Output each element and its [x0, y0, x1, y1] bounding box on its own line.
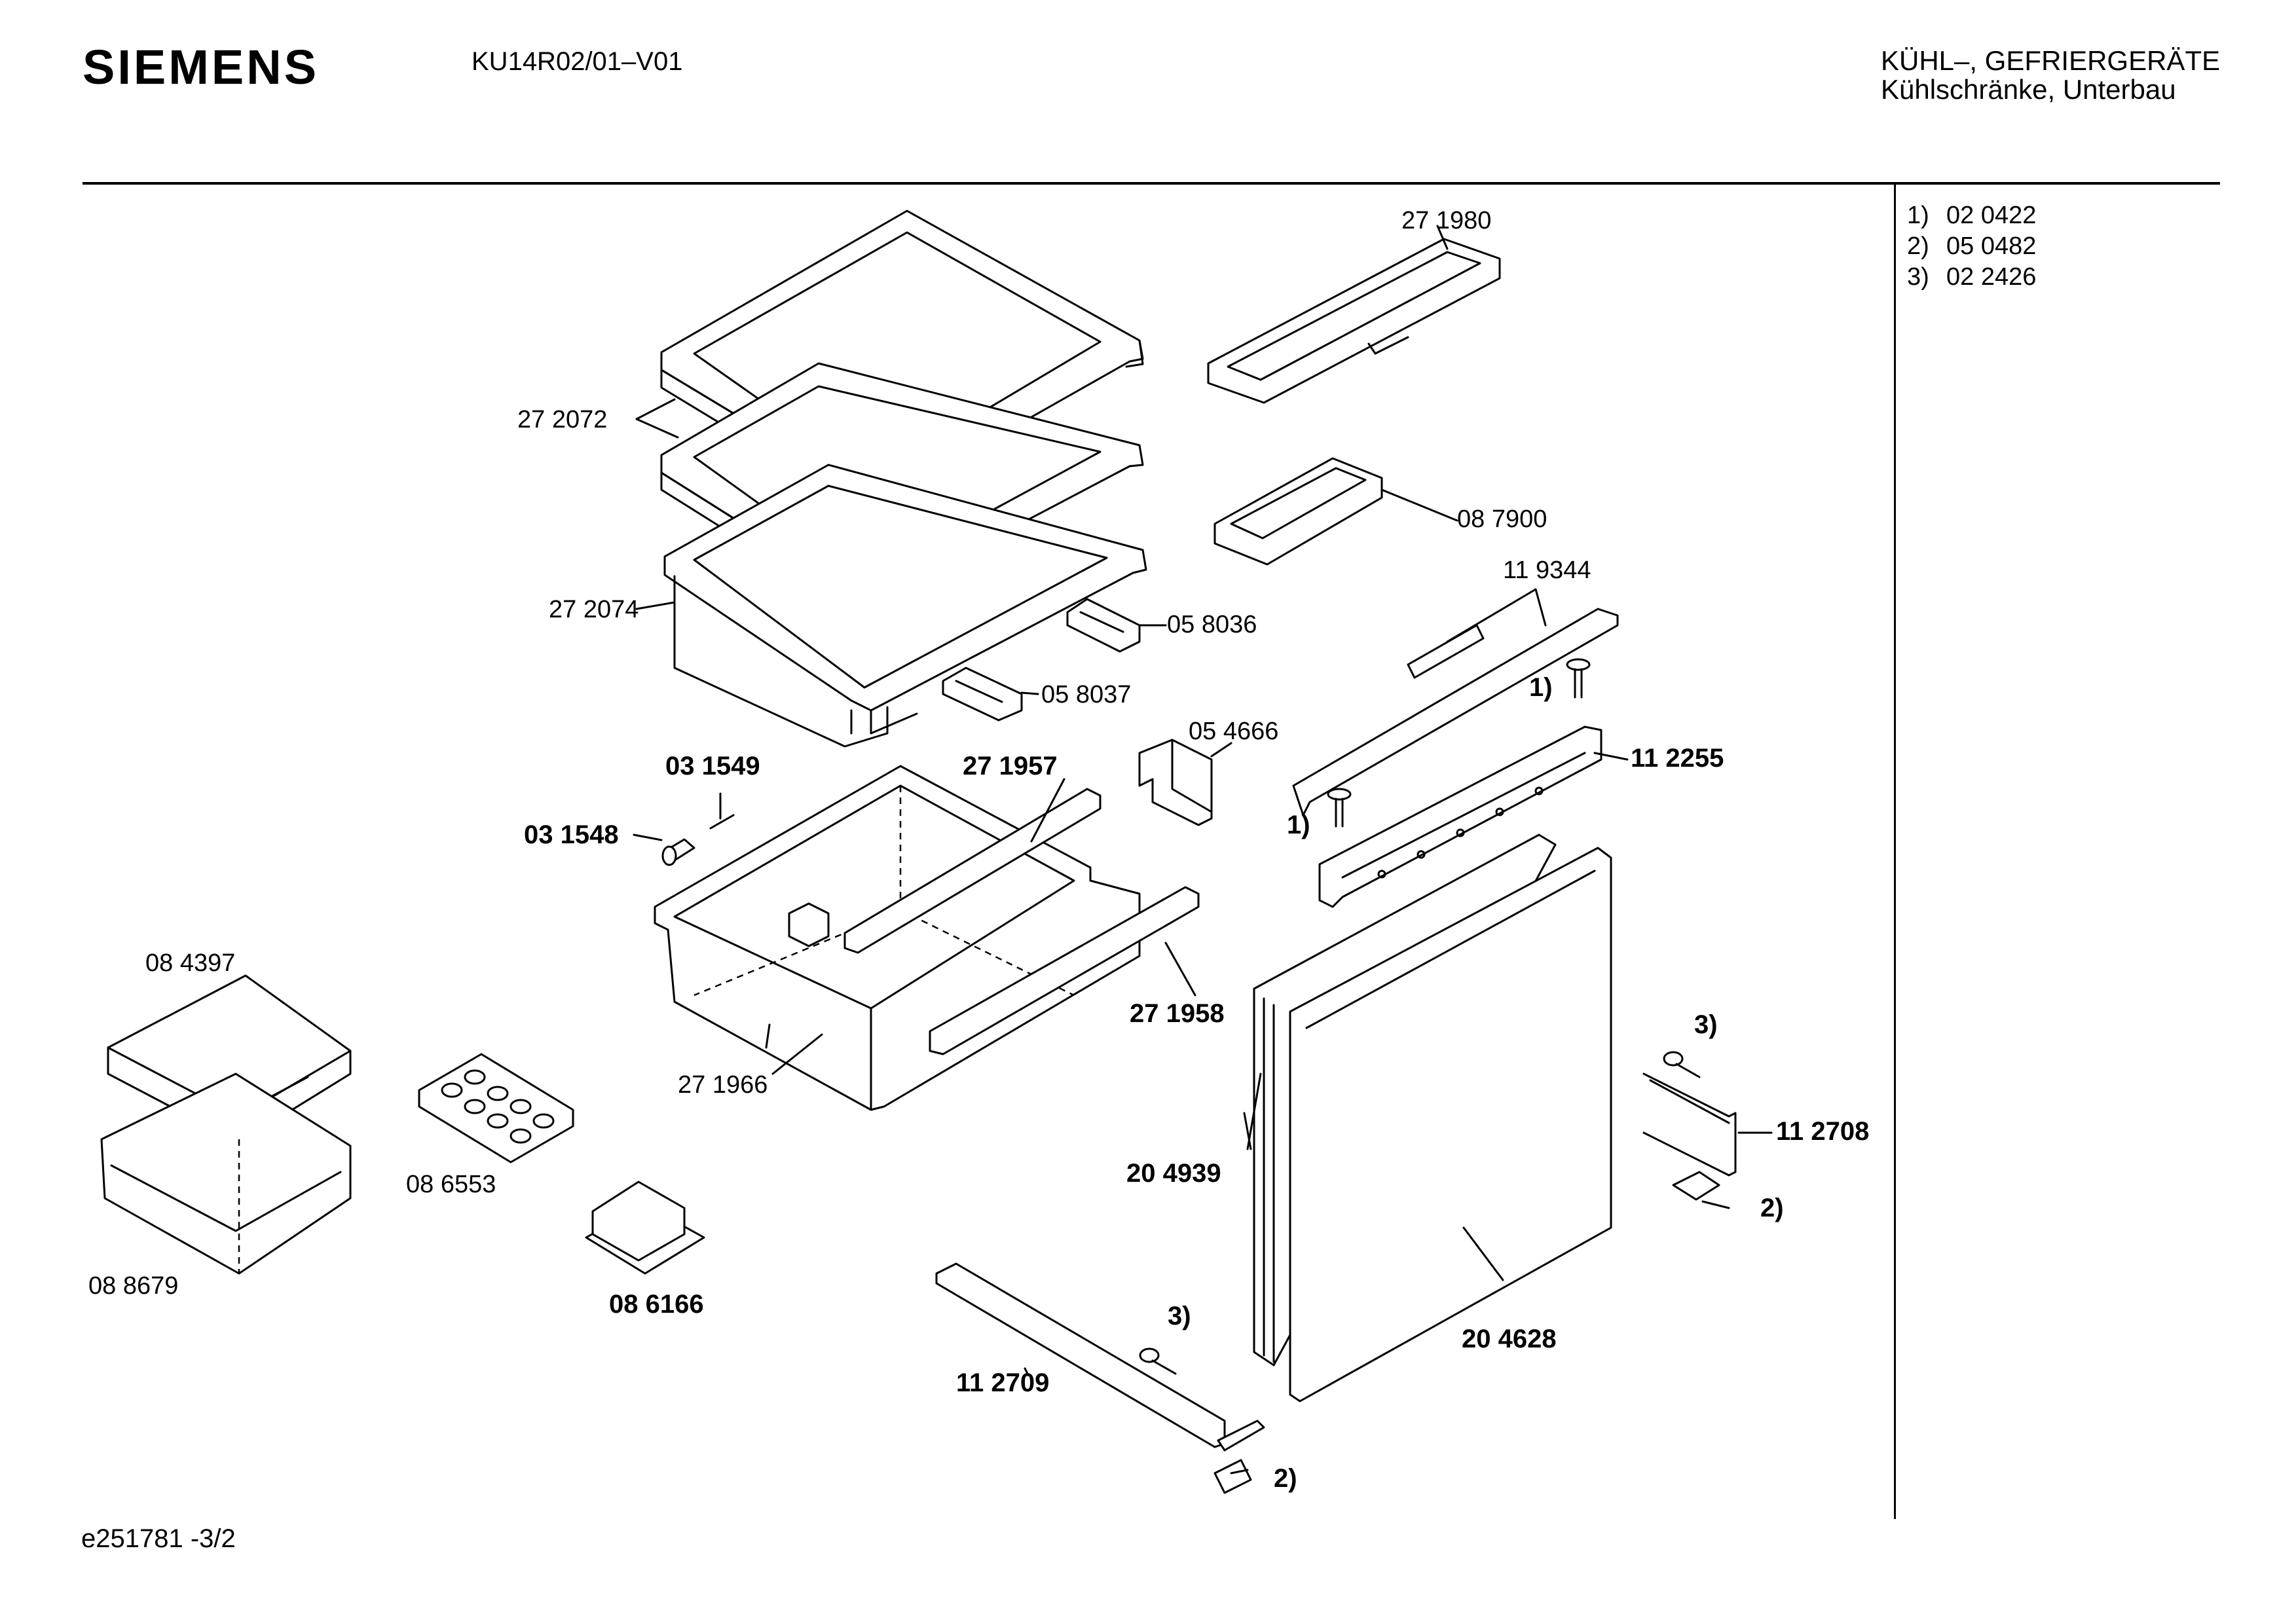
callout-note: 2) — [1760, 1194, 1784, 1222]
ice-box-container — [102, 1074, 350, 1273]
note-2-key: 2) — [1907, 232, 1929, 260]
callout-note: 1) — [1287, 811, 1310, 839]
brand-logo: SIEMENS — [83, 40, 320, 94]
part-label: 11 2255 — [1631, 744, 1724, 773]
shelf-clip-lower — [943, 668, 1022, 720]
crisper-shelf — [665, 465, 1146, 746]
drawing-id: e251781 -3/2 — [81, 1524, 236, 1553]
part-label: 27 2074 — [549, 596, 639, 623]
butter-tray — [1215, 458, 1382, 564]
drawer-cover-strip — [845, 789, 1100, 953]
part-label: 08 6553 — [406, 1171, 496, 1198]
model-number: KU14R02/01–V01 — [472, 47, 683, 76]
part-label: 11 9344 — [1503, 557, 1591, 584]
part-label: 27 1958 — [1130, 999, 1225, 1028]
shelf-clip-upper — [1067, 599, 1139, 651]
part-label: 27 1957 — [963, 752, 1058, 780]
part-label: 11 2709 — [956, 1368, 1050, 1397]
butter-dish — [586, 1182, 704, 1273]
pin-031548 — [663, 839, 694, 865]
notes-column-divider — [1894, 183, 1896, 1519]
note-3-value: 02 2426 — [1946, 263, 2037, 291]
part-label: 11 2708 — [1776, 1117, 1870, 1146]
screw-lower — [1328, 789, 1350, 826]
fixing-rail-112708 — [1644, 1052, 1735, 1200]
part-label: 05 4666 — [1189, 718, 1279, 745]
callout-note: 2) — [1274, 1464, 1297, 1493]
part-label: 27 1980 — [1401, 207, 1492, 234]
part-label: 03 1549 — [665, 752, 760, 780]
drawer-front-strip — [930, 887, 1198, 1054]
category-title: KÜHL–, GEFRIERGERÄTE — [1881, 45, 2221, 76]
egg-tray — [419, 1054, 573, 1162]
callout-note: 3) — [1168, 1302, 1191, 1330]
category-subtitle: Kühlschränke, Unterbau — [1881, 74, 2176, 105]
note-1-key: 1) — [1907, 202, 1929, 229]
rail-119344 — [1293, 609, 1618, 815]
part-label: 03 1548 — [524, 820, 619, 849]
pin-031549 — [711, 815, 733, 828]
part-label: 08 4397 — [145, 949, 236, 977]
part-label: 27 2072 — [517, 406, 608, 433]
note-2-value: 05 0482 — [1946, 232, 2037, 260]
part-label: 08 6166 — [609, 1290, 704, 1319]
note-1-value: 02 0422 — [1946, 202, 2037, 229]
fixing-rail-112709 — [936, 1264, 1264, 1493]
part-label: 20 4939 — [1126, 1159, 1221, 1188]
hinge-bracket-112255 — [1320, 727, 1601, 907]
note-3-key: 3) — [1907, 263, 1929, 291]
part-label: 05 8036 — [1167, 611, 1257, 638]
part-label: 08 7900 — [1457, 505, 1547, 533]
part-label: 27 1966 — [678, 1071, 768, 1099]
callout-note: 1) — [1529, 673, 1553, 702]
part-label: 05 8037 — [1041, 681, 1132, 708]
door-rack-long — [1208, 239, 1500, 403]
part-label: 08 8679 — [88, 1272, 179, 1300]
header-divider — [83, 182, 2220, 185]
callout-note: 3) — [1694, 1010, 1718, 1039]
bracket-054666 — [1139, 740, 1212, 825]
leader-lines — [634, 226, 1771, 1473]
screw-upper — [1567, 659, 1589, 697]
part-label: 20 4628 — [1462, 1325, 1557, 1353]
door-panel — [1290, 848, 1611, 1401]
